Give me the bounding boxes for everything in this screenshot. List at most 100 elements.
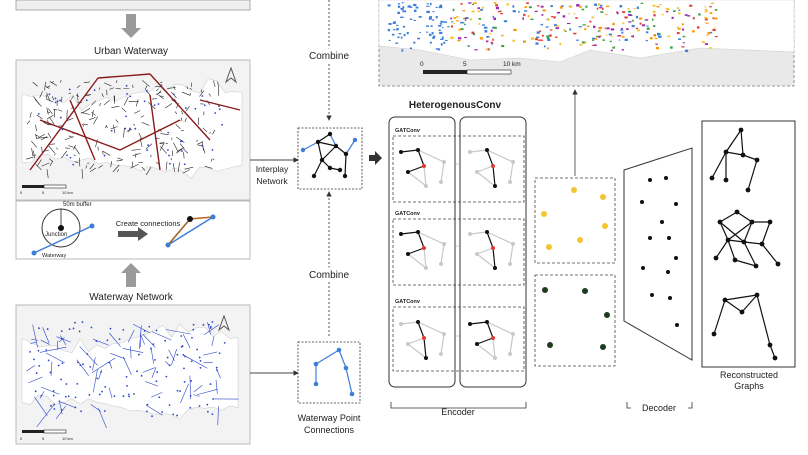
waterway-point	[52, 394, 55, 397]
building-mark	[25, 156, 34, 160]
building-mark	[36, 134, 46, 140]
point-mark	[103, 154, 106, 157]
graph-edge	[315, 349, 340, 365]
north-arrow-icon	[217, 314, 231, 332]
map-building	[526, 2, 529, 4]
map-building	[487, 48, 490, 51]
graph-node	[468, 232, 472, 236]
map-building	[704, 43, 708, 45]
graph-edge	[486, 231, 514, 245]
waterway-point	[53, 408, 56, 410]
waterway-point	[46, 328, 49, 330]
building-mark	[36, 114, 43, 120]
waterway-point	[65, 383, 68, 385]
building-mark	[112, 164, 120, 173]
waterway-point	[182, 353, 185, 356]
map-building	[397, 11, 400, 15]
waterway-point	[176, 414, 179, 417]
decoder-node	[674, 256, 678, 260]
map-building	[645, 39, 648, 42]
waterway-line	[40, 339, 50, 345]
map-building	[704, 16, 708, 19]
waterway-line	[26, 365, 36, 372]
waterway-line	[40, 386, 60, 395]
graph-edge	[719, 221, 745, 243]
graph-node	[493, 266, 497, 270]
map-building	[676, 26, 680, 29]
map-building	[432, 11, 435, 13]
building-mark	[138, 132, 143, 140]
graph-node	[315, 139, 321, 145]
interplay-network-box	[297, 127, 363, 190]
latent-node-yellow	[577, 237, 583, 243]
building-mark	[112, 124, 116, 134]
graph-node	[468, 322, 472, 326]
building-mark	[159, 81, 163, 84]
map-building	[429, 41, 432, 44]
graph-edge	[440, 333, 445, 355]
map-building	[599, 4, 603, 7]
graph-edge	[329, 133, 337, 147]
building-mark	[103, 100, 110, 106]
map-building	[415, 6, 419, 9]
building-mark	[134, 110, 141, 114]
graph-node	[709, 175, 715, 181]
waterway-line	[58, 400, 76, 409]
graph-edge	[725, 129, 742, 153]
building-mark	[26, 120, 31, 125]
graph-node	[442, 160, 446, 164]
graph-node	[406, 170, 410, 174]
map-building	[618, 39, 621, 41]
graph-edge	[734, 259, 757, 267]
map-building	[632, 35, 635, 38]
map-building	[654, 37, 658, 40]
scale-tick: 5	[42, 190, 45, 195]
waterway-line	[197, 388, 218, 396]
building-mark	[115, 119, 119, 123]
graph-edge	[486, 149, 494, 167]
graph-node	[424, 266, 428, 270]
graph-node	[337, 167, 343, 173]
waterway-point-label-1: Waterway Point	[298, 413, 361, 423]
waterway-point	[127, 393, 130, 396]
map-building	[582, 24, 586, 26]
point-mark	[168, 154, 170, 157]
graph-node	[491, 246, 495, 250]
latent-node-yellow	[546, 244, 552, 250]
map-building	[707, 31, 711, 35]
map-building	[486, 36, 490, 38]
map-building	[568, 13, 570, 15]
map-building	[602, 39, 605, 42]
map-building	[714, 17, 718, 20]
map-building	[711, 2, 714, 5]
map-building	[576, 39, 579, 41]
building-mark	[159, 142, 165, 144]
graph-node	[754, 292, 760, 298]
graph-edge	[711, 151, 727, 179]
map-building	[395, 42, 399, 44]
map-building	[462, 9, 466, 12]
map-building	[597, 30, 600, 32]
building-mark	[52, 96, 54, 101]
graph-node	[399, 322, 403, 326]
encoder-column-1	[388, 116, 456, 388]
map-building	[460, 2, 463, 5]
map-building	[639, 17, 643, 20]
map-building	[535, 36, 540, 38]
graph-edge	[400, 321, 419, 325]
point-mark	[72, 163, 75, 166]
graph-edge	[486, 321, 494, 339]
map-building	[426, 25, 429, 27]
building-mark	[156, 88, 159, 92]
building-mark	[74, 161, 79, 163]
waterway-line	[28, 376, 43, 384]
building-mark	[140, 115, 145, 118]
map-building	[431, 32, 434, 35]
waterway-point	[211, 321, 214, 323]
waterway-point-label-2: Connections	[304, 425, 355, 435]
map-building	[600, 11, 604, 13]
map-building	[698, 13, 701, 16]
map-building	[493, 2, 497, 4]
building-mark	[29, 112, 32, 118]
heterogenousconv-title: HeterogenousConv	[409, 100, 502, 111]
